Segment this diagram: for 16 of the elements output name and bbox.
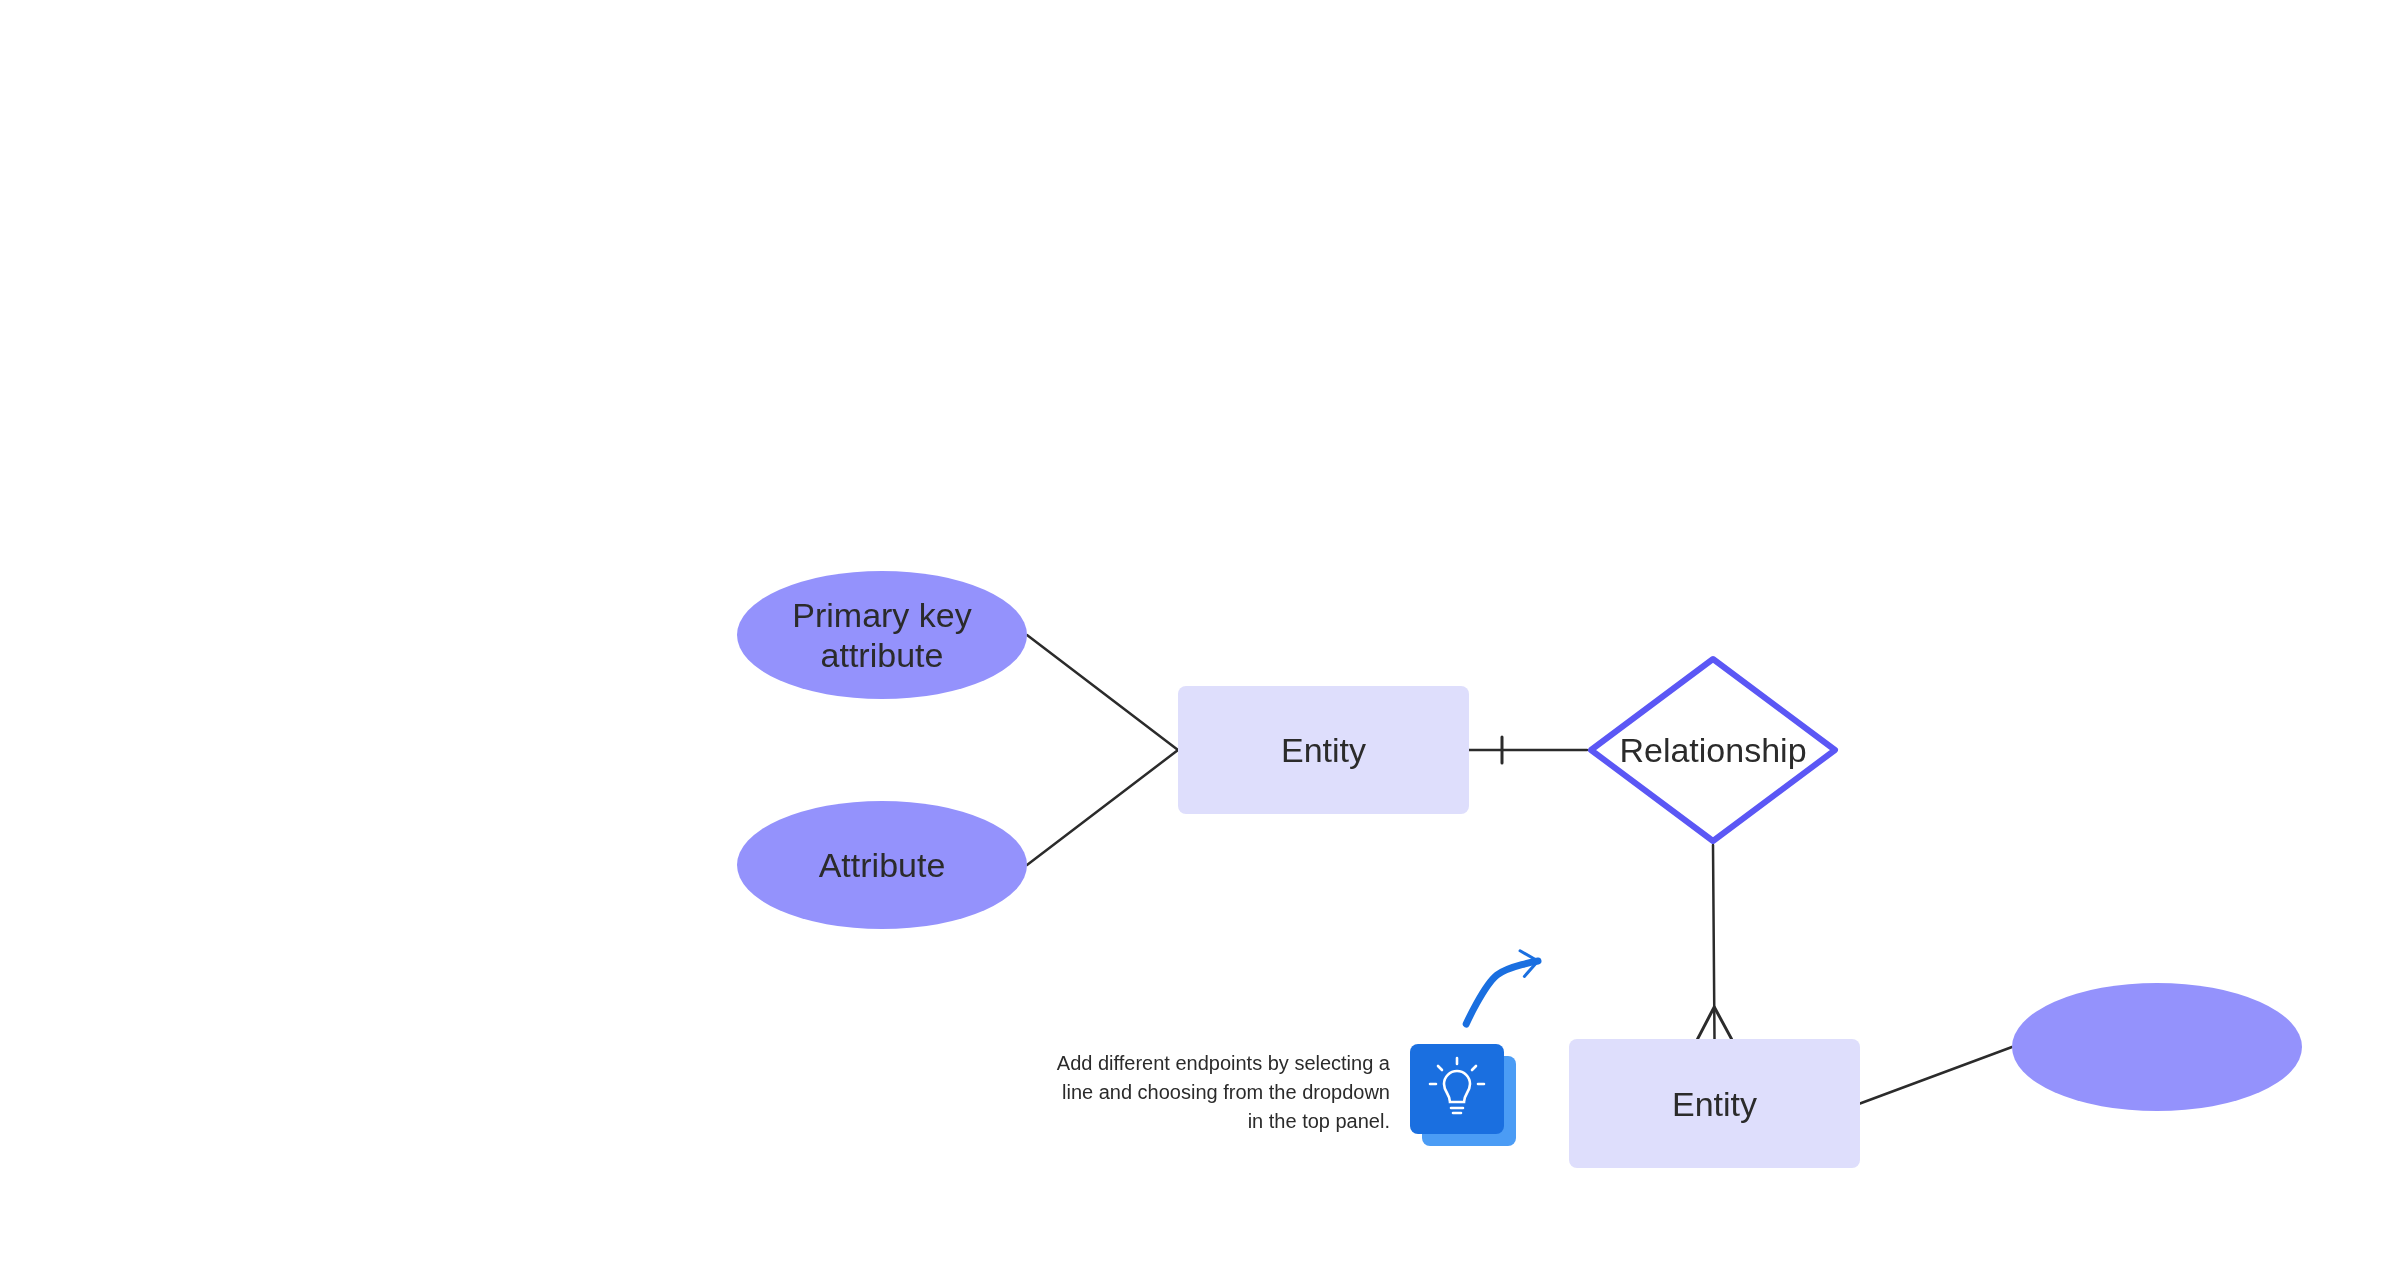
connector-line [1467,735,1589,765]
tip-text: Add different endpoints by selecting a line and choosing from the dropdown in the top panel. [1055,1051,1390,1134]
entity-box [1569,1039,1860,1168]
relationship-diamond [1587,655,1839,845]
lightbulb-icon [1410,1044,1516,1146]
node-label: Relationship [1619,730,1807,770]
node-label: Entity [1280,730,1366,770]
connector-line [1858,1045,2014,1105]
connector-line [1696,843,1733,1041]
entity-box [1178,686,1469,814]
arrow [1462,949,1542,1028]
connector-line [1025,748,1180,867]
connector-line [1025,633,1180,752]
node-label: Primary key attribute [791,595,973,675]
node-label: Attribute [818,845,946,885]
node-label: Entity [1671,1083,1757,1124]
